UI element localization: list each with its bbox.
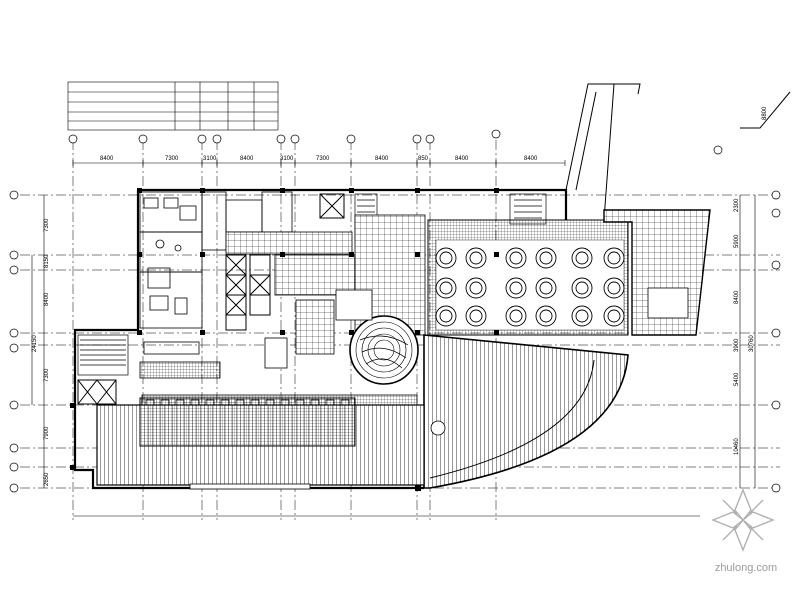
round-table-top xyxy=(509,251,523,265)
dim-upper-right: 8800 xyxy=(762,106,768,120)
watermark-text: zhulong.com xyxy=(714,562,778,574)
dim-top-5: 3100 xyxy=(280,156,294,162)
dim-right-6: 10460 xyxy=(734,438,740,455)
left-service-rooms xyxy=(139,191,293,355)
round-table-top xyxy=(607,309,621,323)
dim-top-1: 8400 xyxy=(100,156,114,162)
dimension-lines-top xyxy=(72,160,700,517)
dim-right-2: 5900 xyxy=(734,234,740,248)
dim-left-5: 7900 xyxy=(44,426,50,440)
banquet-hall xyxy=(427,219,629,336)
dim-right-1: 2300 xyxy=(734,198,740,212)
dim-top-3: 3100 xyxy=(203,156,217,162)
round-table-top xyxy=(509,309,523,323)
dim-left-3: 8400 xyxy=(44,292,50,306)
entrance-threshold xyxy=(189,483,311,490)
dim-left-4: 7300 xyxy=(44,368,50,382)
dim-left-1: 7300 xyxy=(44,218,50,232)
dim-right-5: 5400 xyxy=(734,372,740,386)
dim-top-10: 8400 xyxy=(524,156,538,162)
round-table-top xyxy=(539,309,553,323)
round-table-top xyxy=(607,251,621,265)
round-table-top xyxy=(575,251,589,265)
dim-left-2: 8150 xyxy=(44,254,50,268)
elevator-core xyxy=(77,193,345,405)
dim-top-8: 850 xyxy=(418,156,429,162)
dim-right-3: 8400 xyxy=(734,290,740,304)
round-table-top xyxy=(607,281,621,295)
round-table-top xyxy=(539,281,553,295)
central-tile-floor xyxy=(274,254,356,296)
round-table-top xyxy=(469,309,483,323)
corridor-tile-floor xyxy=(225,231,353,255)
round-table-top xyxy=(469,251,483,265)
dim-top-4: 8400 xyxy=(240,156,254,162)
dim-top-9: 8400 xyxy=(455,156,469,162)
dim-top-2: 7300 xyxy=(165,156,179,162)
dimension-lines-sides xyxy=(31,195,756,488)
round-table-top xyxy=(575,309,589,323)
dim-top-6: 7300 xyxy=(316,156,330,162)
round-table-top xyxy=(439,251,453,265)
dim-right-4: 3900 xyxy=(734,338,740,352)
round-table-top xyxy=(539,251,553,265)
upper-right-annex xyxy=(565,83,791,221)
axis-bubbles-sides xyxy=(9,190,781,493)
dimension-text-right: 2300 5900 8400 3900 5400 10460 30760 880… xyxy=(734,106,768,455)
curved-terrace xyxy=(423,334,629,489)
dim-right-total: 30760 xyxy=(749,335,755,352)
title-block-table xyxy=(67,81,279,131)
round-table-top xyxy=(575,281,589,295)
dimension-text-top: 8400 7300 3100 8400 3100 7300 8400 850 8… xyxy=(100,156,538,162)
circular-feature xyxy=(349,315,419,385)
dim-left-total: 24150 xyxy=(32,335,38,352)
dim-top-7: 8400 xyxy=(375,156,389,162)
round-table-top xyxy=(509,281,523,295)
dimension-text-left: 7300 8150 8400 7300 7900 2650 24150 xyxy=(32,218,50,486)
bar-counter xyxy=(139,397,356,447)
round-table-top xyxy=(439,281,453,295)
right-annex-room xyxy=(603,209,711,336)
structural-columns xyxy=(70,188,499,491)
dim-left-6: 2650 xyxy=(44,472,50,486)
round-table-top xyxy=(469,281,483,295)
round-table-top xyxy=(439,309,453,323)
watermark-logo xyxy=(711,488,775,552)
axis-bubbles-top xyxy=(68,129,723,155)
